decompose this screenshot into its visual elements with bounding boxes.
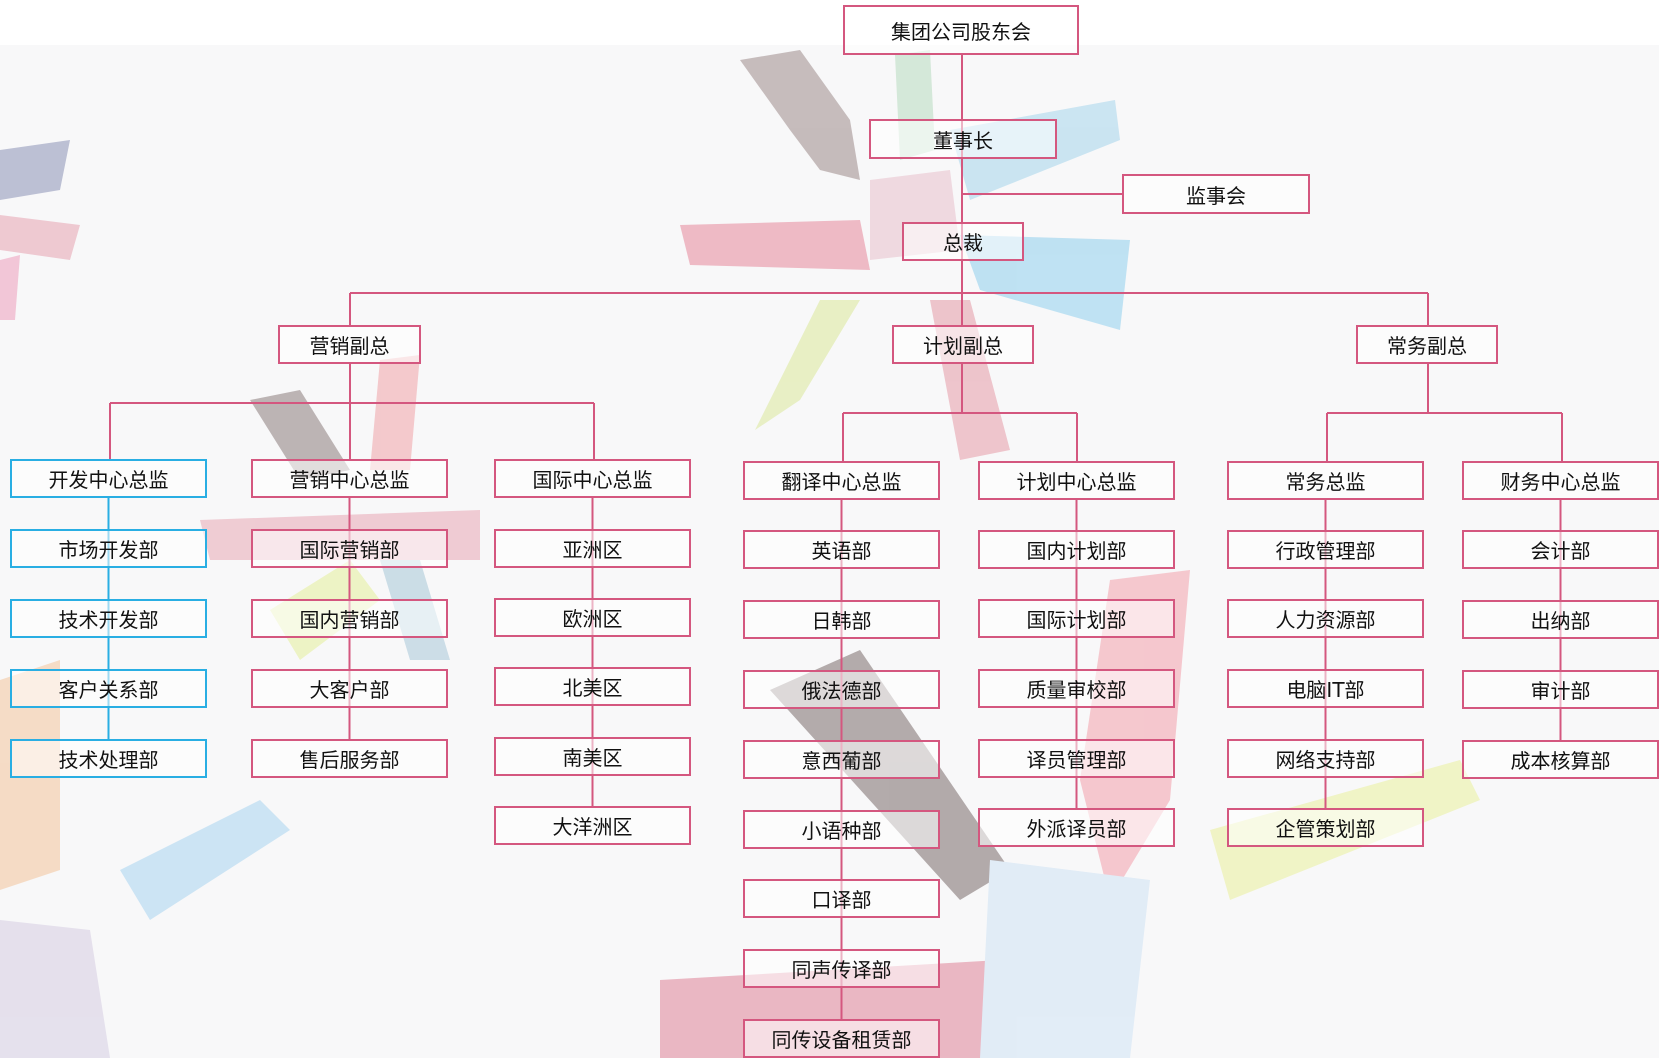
department-box[interactable]: 成本核算部 — [1462, 740, 1659, 779]
department-box[interactable]: 质量审校部 — [978, 669, 1175, 708]
department-box[interactable]: 译员管理部 — [978, 739, 1175, 778]
department-box[interactable]: 意西葡部 — [743, 740, 940, 779]
director-box[interactable]: 常务总监 — [1227, 461, 1424, 500]
department-box[interactable]: 审计部 — [1462, 670, 1659, 709]
department-box[interactable]: 技术处理部 — [10, 739, 207, 778]
department-box[interactable]: 亚洲区 — [494, 529, 691, 568]
department-box[interactable]: 北美区 — [494, 667, 691, 706]
department-box[interactable]: 人力资源部 — [1227, 599, 1424, 638]
department-box[interactable]: 英语部 — [743, 530, 940, 569]
department-box[interactable]: 会计部 — [1462, 530, 1659, 569]
department-box[interactable]: 大洋洲区 — [494, 806, 691, 845]
department-box[interactable]: 市场开发部 — [10, 529, 207, 568]
chairman-box[interactable]: 董事长 — [869, 119, 1057, 159]
president-box[interactable]: 总裁 — [902, 222, 1024, 261]
supervisors-box[interactable]: 监事会 — [1122, 174, 1310, 214]
department-box[interactable]: 国内营销部 — [251, 599, 448, 638]
department-box[interactable]: 企管策划部 — [1227, 808, 1424, 847]
vp-planning-box[interactable]: 计划副总 — [892, 325, 1034, 364]
department-box[interactable]: 出纳部 — [1462, 600, 1659, 639]
department-box[interactable]: 欧洲区 — [494, 598, 691, 637]
department-box[interactable]: 行政管理部 — [1227, 530, 1424, 569]
vp-marketing-box[interactable]: 营销副总 — [278, 325, 421, 364]
department-box[interactable]: 同声传译部 — [743, 949, 940, 988]
department-box[interactable]: 南美区 — [494, 737, 691, 776]
vp-executive-box[interactable]: 常务副总 — [1356, 325, 1498, 364]
department-box[interactable]: 售后服务部 — [251, 739, 448, 778]
department-box[interactable]: 日韩部 — [743, 600, 940, 639]
department-box[interactable]: 小语种部 — [743, 810, 940, 849]
director-box[interactable]: 营销中心总监 — [251, 459, 448, 498]
director-box[interactable]: 计划中心总监 — [978, 461, 1175, 500]
shareholders-box[interactable]: 集团公司股东会 — [843, 5, 1079, 55]
director-box[interactable]: 财务中心总监 — [1462, 461, 1659, 500]
department-box[interactable]: 客户关系部 — [10, 669, 207, 708]
director-box[interactable]: 开发中心总监 — [10, 459, 207, 498]
department-box[interactable]: 口译部 — [743, 879, 940, 918]
department-box[interactable]: 电脑IT部 — [1227, 669, 1424, 708]
department-box[interactable]: 国际营销部 — [251, 529, 448, 568]
department-box[interactable]: 网络支持部 — [1227, 739, 1424, 778]
department-box[interactable]: 俄法德部 — [743, 670, 940, 709]
director-box[interactable]: 翻译中心总监 — [743, 461, 940, 500]
department-box[interactable]: 大客户部 — [251, 669, 448, 708]
department-box[interactable]: 同传设备租赁部 — [743, 1019, 940, 1058]
department-box[interactable]: 技术开发部 — [10, 599, 207, 638]
department-box[interactable]: 国内计划部 — [978, 530, 1175, 569]
department-box[interactable]: 外派译员部 — [978, 808, 1175, 847]
department-box[interactable]: 国际计划部 — [978, 599, 1175, 638]
director-box[interactable]: 国际中心总监 — [494, 459, 691, 498]
